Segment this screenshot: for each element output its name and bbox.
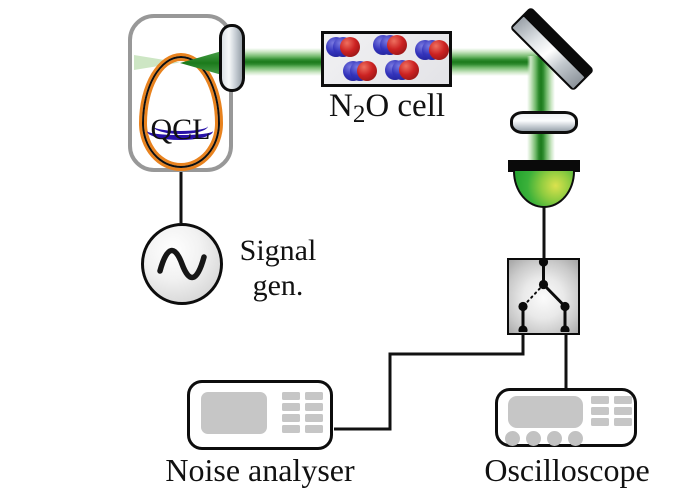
- oxygen-atom: [399, 60, 419, 80]
- oxygen-atom: [387, 35, 407, 55]
- oscilloscope-knob: [505, 431, 520, 446]
- n2o-molecule-icon: [343, 61, 377, 81]
- analyser-button: [305, 392, 323, 400]
- analyser-button: [282, 392, 300, 400]
- collimating-lens-icon: [219, 24, 245, 92]
- analyser-screen: [201, 392, 267, 434]
- oscilloscope-label: Oscilloscope: [484, 452, 650, 488]
- switch-node: [538, 257, 549, 267]
- analyser-button: [282, 414, 300, 422]
- signal-generator: [141, 223, 223, 305]
- oscilloscope-screen: [508, 396, 583, 428]
- n2o-molecule-icon: [373, 35, 407, 55]
- spdt-switch-icon: [518, 257, 570, 335]
- n2o-molecule-icon: [326, 37, 360, 57]
- signal-gen-label: Signal gen.: [226, 233, 330, 303]
- racetrack-cavity-icon: [142, 56, 220, 168]
- oxygen-atom: [340, 37, 360, 57]
- analyser-button: [282, 425, 300, 433]
- oscilloscope-button: [614, 418, 632, 426]
- noise-analyser-label: Noise analyser: [165, 452, 355, 488]
- switch-node: [560, 301, 570, 312]
- oxygen-atom: [429, 40, 449, 60]
- n2o-label-prefix: N: [328, 88, 353, 124]
- switch-node: [518, 325, 528, 335]
- oscilloscope-knob: [526, 431, 541, 446]
- oscilloscope-button: [591, 418, 609, 426]
- analyser-button: [305, 403, 323, 411]
- oscilloscope: [495, 388, 637, 447]
- wire-switch-to-noise-analyser: [334, 332, 525, 431]
- n2o-cell-label: N2O cell: [302, 88, 472, 128]
- oscilloscope-knob-row: [505, 431, 583, 446]
- oscilloscope-button: [591, 396, 609, 404]
- n2o-label-subscript: 2: [352, 101, 366, 128]
- qcl-housing: QCL: [128, 14, 233, 172]
- oscilloscope-button: [614, 396, 632, 404]
- switch-node: [518, 301, 528, 312]
- spdt-switch-box: [507, 257, 580, 335]
- analyser-button: [305, 414, 323, 422]
- analyser-button: [305, 425, 323, 433]
- oxygen-atom: [357, 61, 377, 81]
- n2o-molecule-icon: [415, 40, 449, 60]
- oscilloscope-button: [614, 407, 632, 415]
- n2o-gas-cell: [321, 31, 452, 87]
- noise-analyser: [187, 380, 333, 450]
- signal-gen-label-line1: Signal: [239, 234, 317, 267]
- photodetector-mount: [508, 160, 580, 172]
- sine-wave-icon: [157, 247, 207, 281]
- oscilloscope-knob: [568, 431, 583, 446]
- n2o-label-suffix: O cell: [365, 88, 446, 124]
- switch-node: [560, 325, 570, 335]
- oscilloscope-button-grid: [591, 396, 632, 426]
- analyser-button: [282, 403, 300, 411]
- switch-open-throw-line: [522, 283, 545, 308]
- oscilloscope-button: [591, 407, 609, 415]
- n2o-molecule-icon: [385, 60, 419, 80]
- analyser-button-grid: [282, 392, 323, 433]
- switch-node: [538, 279, 549, 290]
- qcl-label: QCL: [150, 113, 211, 146]
- signal-gen-label-line2: gen.: [252, 269, 304, 302]
- switch-closed-throw-line: [542, 283, 567, 308]
- focusing-lens-icon: [510, 111, 578, 134]
- oscilloscope-knob: [547, 431, 562, 446]
- coil-arc-icon: [147, 122, 213, 140]
